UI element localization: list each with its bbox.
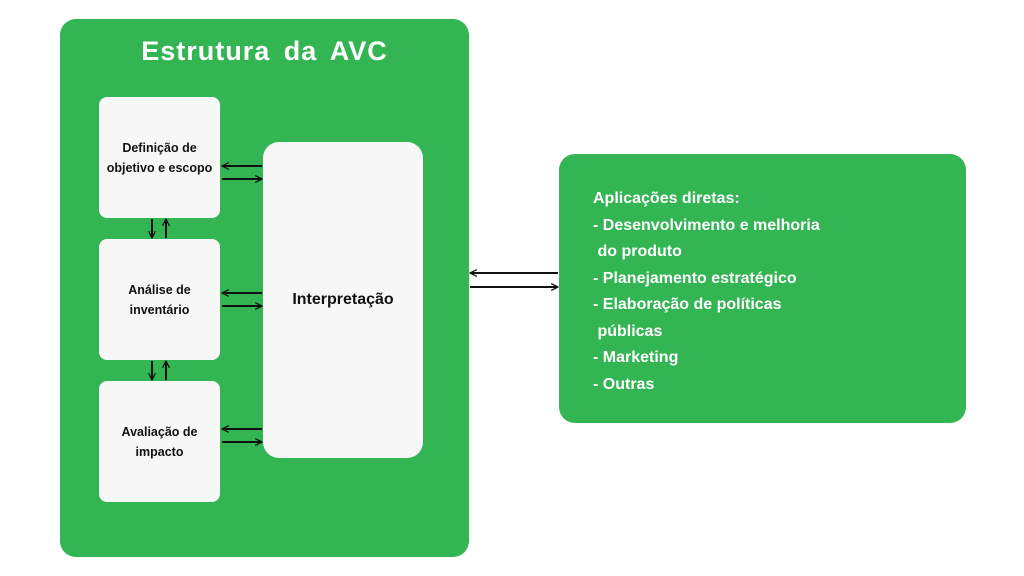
- application-item: - Planejamento estratégico: [593, 269, 797, 287]
- applications-heading: Aplicações diretas:: [593, 190, 740, 207]
- stage-inventory-label: Análise de inventário: [128, 282, 191, 317]
- application-item: - Outras: [593, 375, 655, 393]
- stage-goal-scope-label: Definição de objetivo e escopo: [106, 140, 213, 175]
- stage-impact-box: Avaliação de impacto: [99, 381, 220, 502]
- applications-box: [559, 154, 966, 423]
- application-item: - Elaboração de políticas: [593, 296, 782, 313]
- interpretation-box: Interpretação: [263, 142, 423, 458]
- application-item: - Marketing: [593, 349, 679, 366]
- diagram-title: Estrutura da AVC: [141, 36, 388, 66]
- stage-impact-label: Avaliação de impacto: [121, 424, 198, 459]
- stage-goal-scope-box: Definição de objetivo e escopo: [99, 97, 220, 218]
- application-item: públicas: [593, 322, 663, 340]
- application-item: do produto: [593, 243, 682, 260]
- stage-inventory-box: Análise de inventário: [99, 239, 220, 360]
- applications-list: Aplicações diretas: - Desenvolvimento e …: [593, 186, 933, 398]
- interpretation-label: Interpretação: [292, 291, 394, 308]
- application-item: - Desenvolvimento e melhoria: [593, 216, 820, 234]
